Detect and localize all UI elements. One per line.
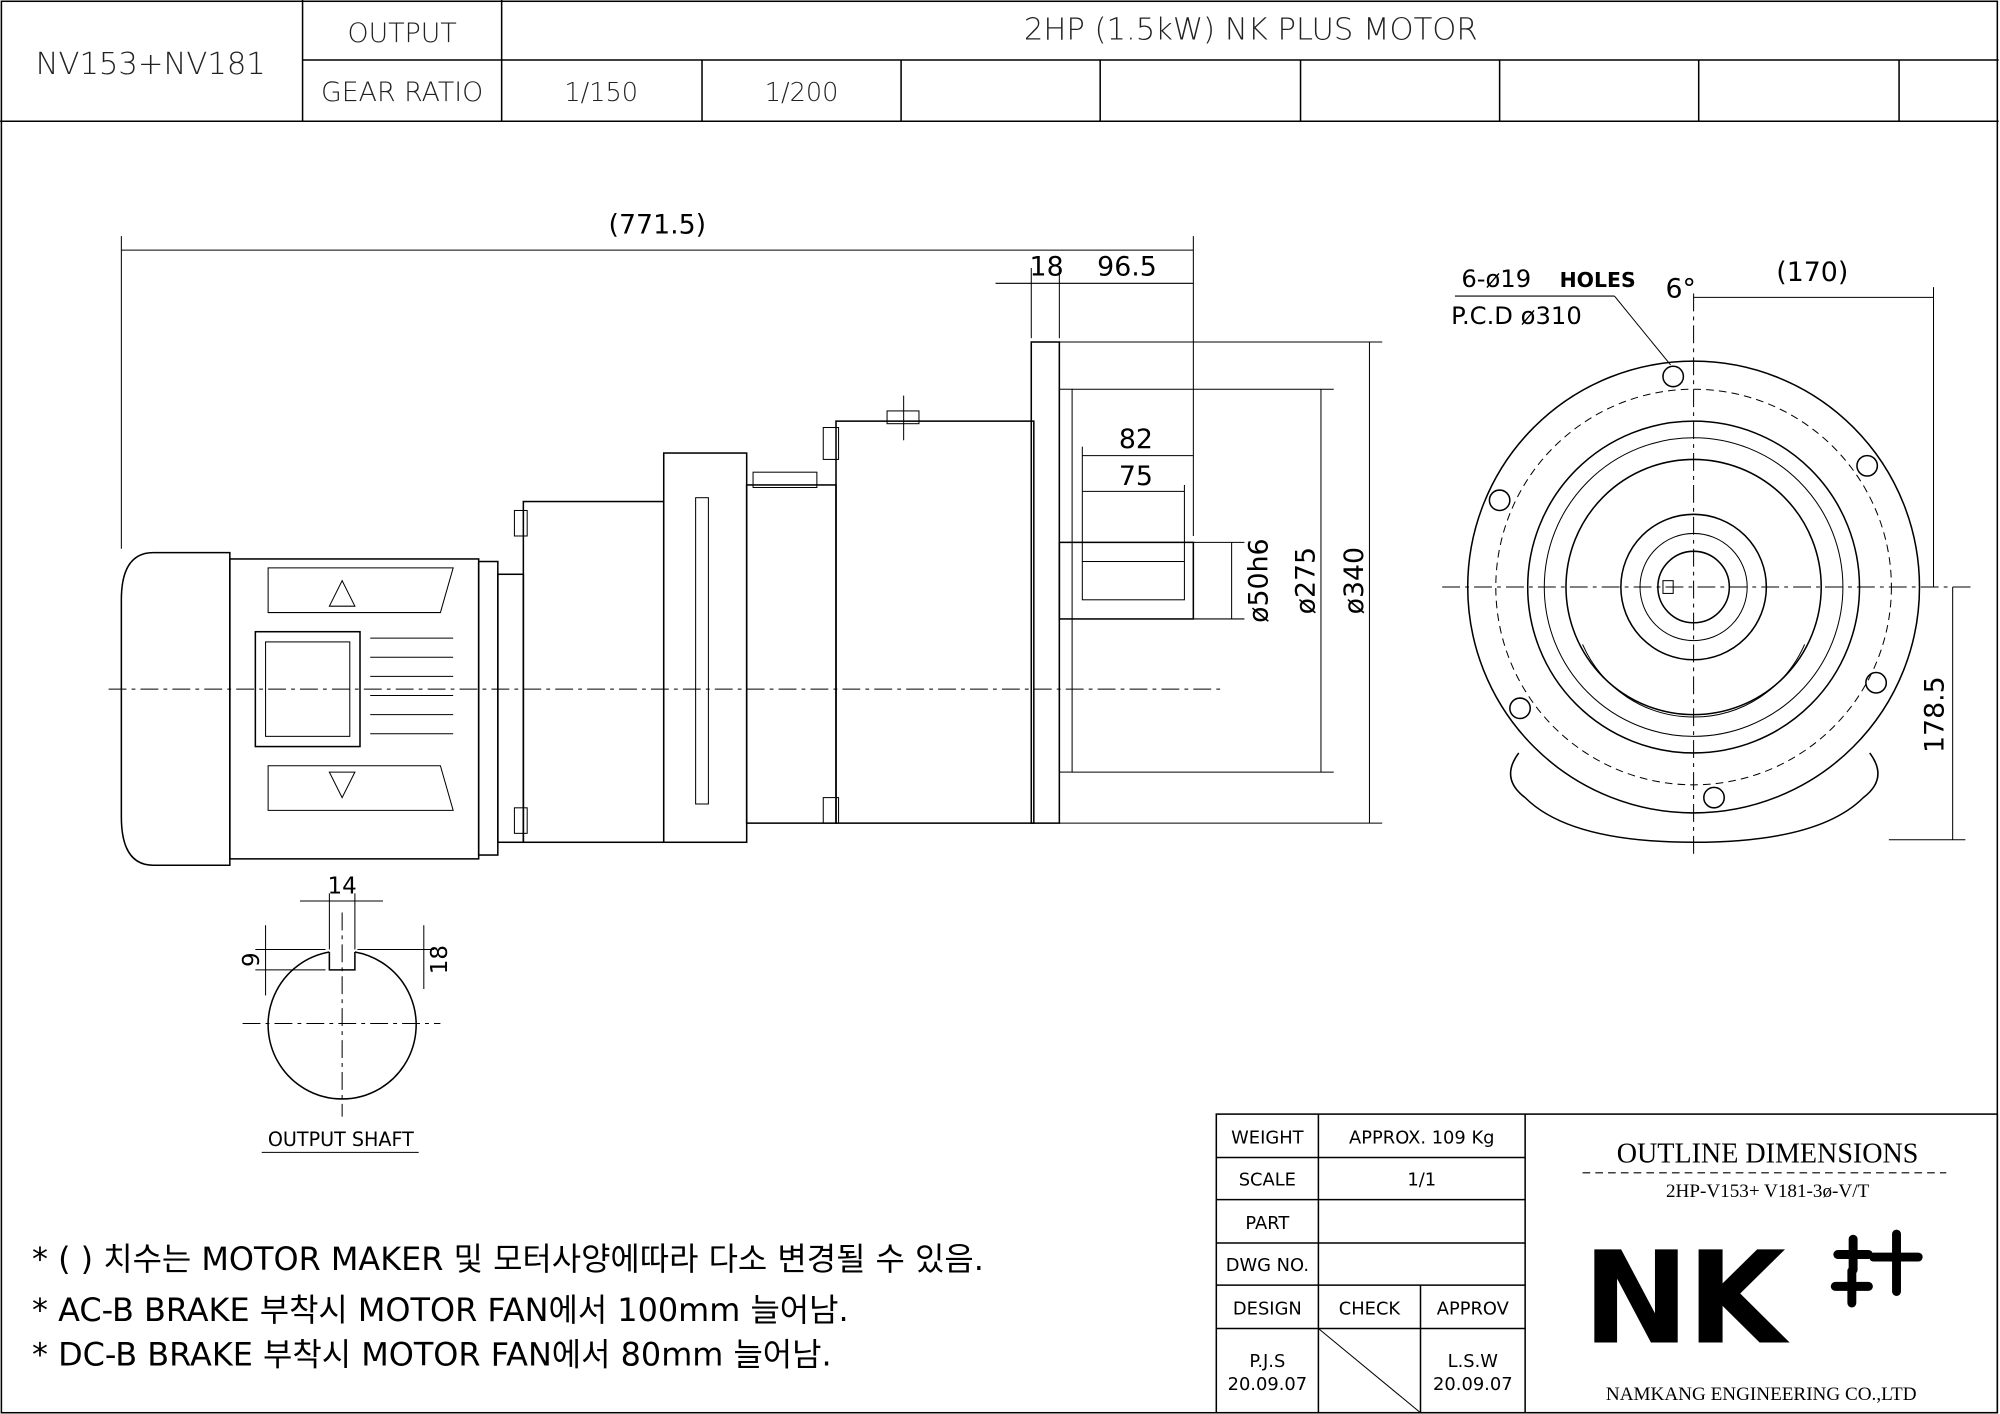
approv-date: 20.09.07 xyxy=(1433,1374,1513,1395)
drawing-code: 2HP-V153+ V181-3ø-V/T xyxy=(1666,1181,1870,1202)
dim-shaft-projection: 96.5 xyxy=(1097,252,1157,283)
design-date: 20.09.07 xyxy=(1228,1374,1308,1395)
dim-key-depth: 9 xyxy=(239,952,265,967)
check-label: CHECK xyxy=(1339,1298,1402,1319)
dwg-no-label: DWG NO. xyxy=(1226,1255,1309,1276)
designer-name: P.J.S xyxy=(1249,1351,1285,1372)
gear-ratio-label: GEAR RATIO xyxy=(321,77,483,108)
weight-value: APPROX. 109 Kg xyxy=(1349,1127,1494,1148)
motor-title: 2HP (1.5kW) NK PLUS MOTOR xyxy=(1024,13,1478,48)
dim-shaft-82: 82 xyxy=(1119,424,1153,455)
dim-key-height: 18 xyxy=(427,945,453,974)
output-shaft-section: 14 9 18 OUTPUT SHAFT xyxy=(239,873,453,1153)
angle-label: 6° xyxy=(1666,273,1696,304)
holes-word: HOLES xyxy=(1560,268,1636,292)
note-line: * DC-B BRAKE 부착시 MOTOR FAN에서 80mm 늘어남. xyxy=(32,1336,832,1374)
output-shaft-label: OUTPUT SHAFT xyxy=(268,1128,414,1151)
design-label: DESIGN xyxy=(1233,1298,1302,1319)
main-dimensions: (771.5) 18 96.5 82 75 ø50h6 ø275 ø340 xyxy=(120,210,1383,824)
svg-text:NK: NK xyxy=(1583,1226,1790,1374)
holes-count-label: 6-ø19 xyxy=(1461,264,1531,293)
dim-width-170: (170) xyxy=(1776,257,1848,288)
company-name: NAMKANG ENGINEERING CO.,LTD xyxy=(1606,1384,1917,1405)
part-label: PART xyxy=(1245,1213,1289,1234)
approv-label: APPROV xyxy=(1437,1298,1510,1319)
dim-flange-thickness: 18 xyxy=(1030,252,1064,283)
model-name: NV153+NV181 xyxy=(36,47,266,82)
note-line: * AC-B BRAKE 부착시 MOTOR FAN에서 100mm 늘어남. xyxy=(32,1291,849,1329)
ratio-cell: 1/200 xyxy=(765,78,839,108)
flange-end-view: 6-ø19 HOLES P.C.D ø310 6° (170) 178.5 xyxy=(1442,257,1972,856)
dim-overall-length: (771.5) xyxy=(609,210,707,241)
pcd-label: P.C.D ø310 xyxy=(1451,301,1582,330)
output-label: OUTPUT xyxy=(348,18,457,49)
dim-height-178-5: 178.5 xyxy=(1920,676,1951,753)
nk-logo: NK xyxy=(1583,1226,1923,1374)
weight-label: WEIGHT xyxy=(1231,1127,1303,1148)
title-block: WEIGHT APPROX. 109 Kg SCALE 1/1 PART DWG… xyxy=(1215,1113,1999,1414)
dim-key-width: 14 xyxy=(328,873,357,899)
dim-key-75: 75 xyxy=(1119,461,1153,492)
dim-shaft-diameter: ø50h6 xyxy=(1243,538,1274,622)
dim-pilot-diameter: ø275 xyxy=(1291,547,1322,615)
note-line: * ( ) 치수는 MOTOR MAKER 및 모터사양에따라 다소 변경될 수… xyxy=(32,1240,984,1278)
gear-motor-side-view xyxy=(108,341,1226,867)
approver-name: L.S.W xyxy=(1448,1351,1499,1372)
scale-value: 1/1 xyxy=(1407,1170,1436,1191)
ratio-cell: 1/150 xyxy=(564,78,638,108)
notes: * ( ) 치수는 MOTOR MAKER 및 모터사양에따라 다소 변경될 수… xyxy=(32,1240,984,1374)
dim-flange-diameter: ø340 xyxy=(1339,547,1370,615)
scale-label: SCALE xyxy=(1239,1170,1296,1191)
drawing-title: OUTLINE DIMENSIONS xyxy=(1617,1139,1919,1170)
